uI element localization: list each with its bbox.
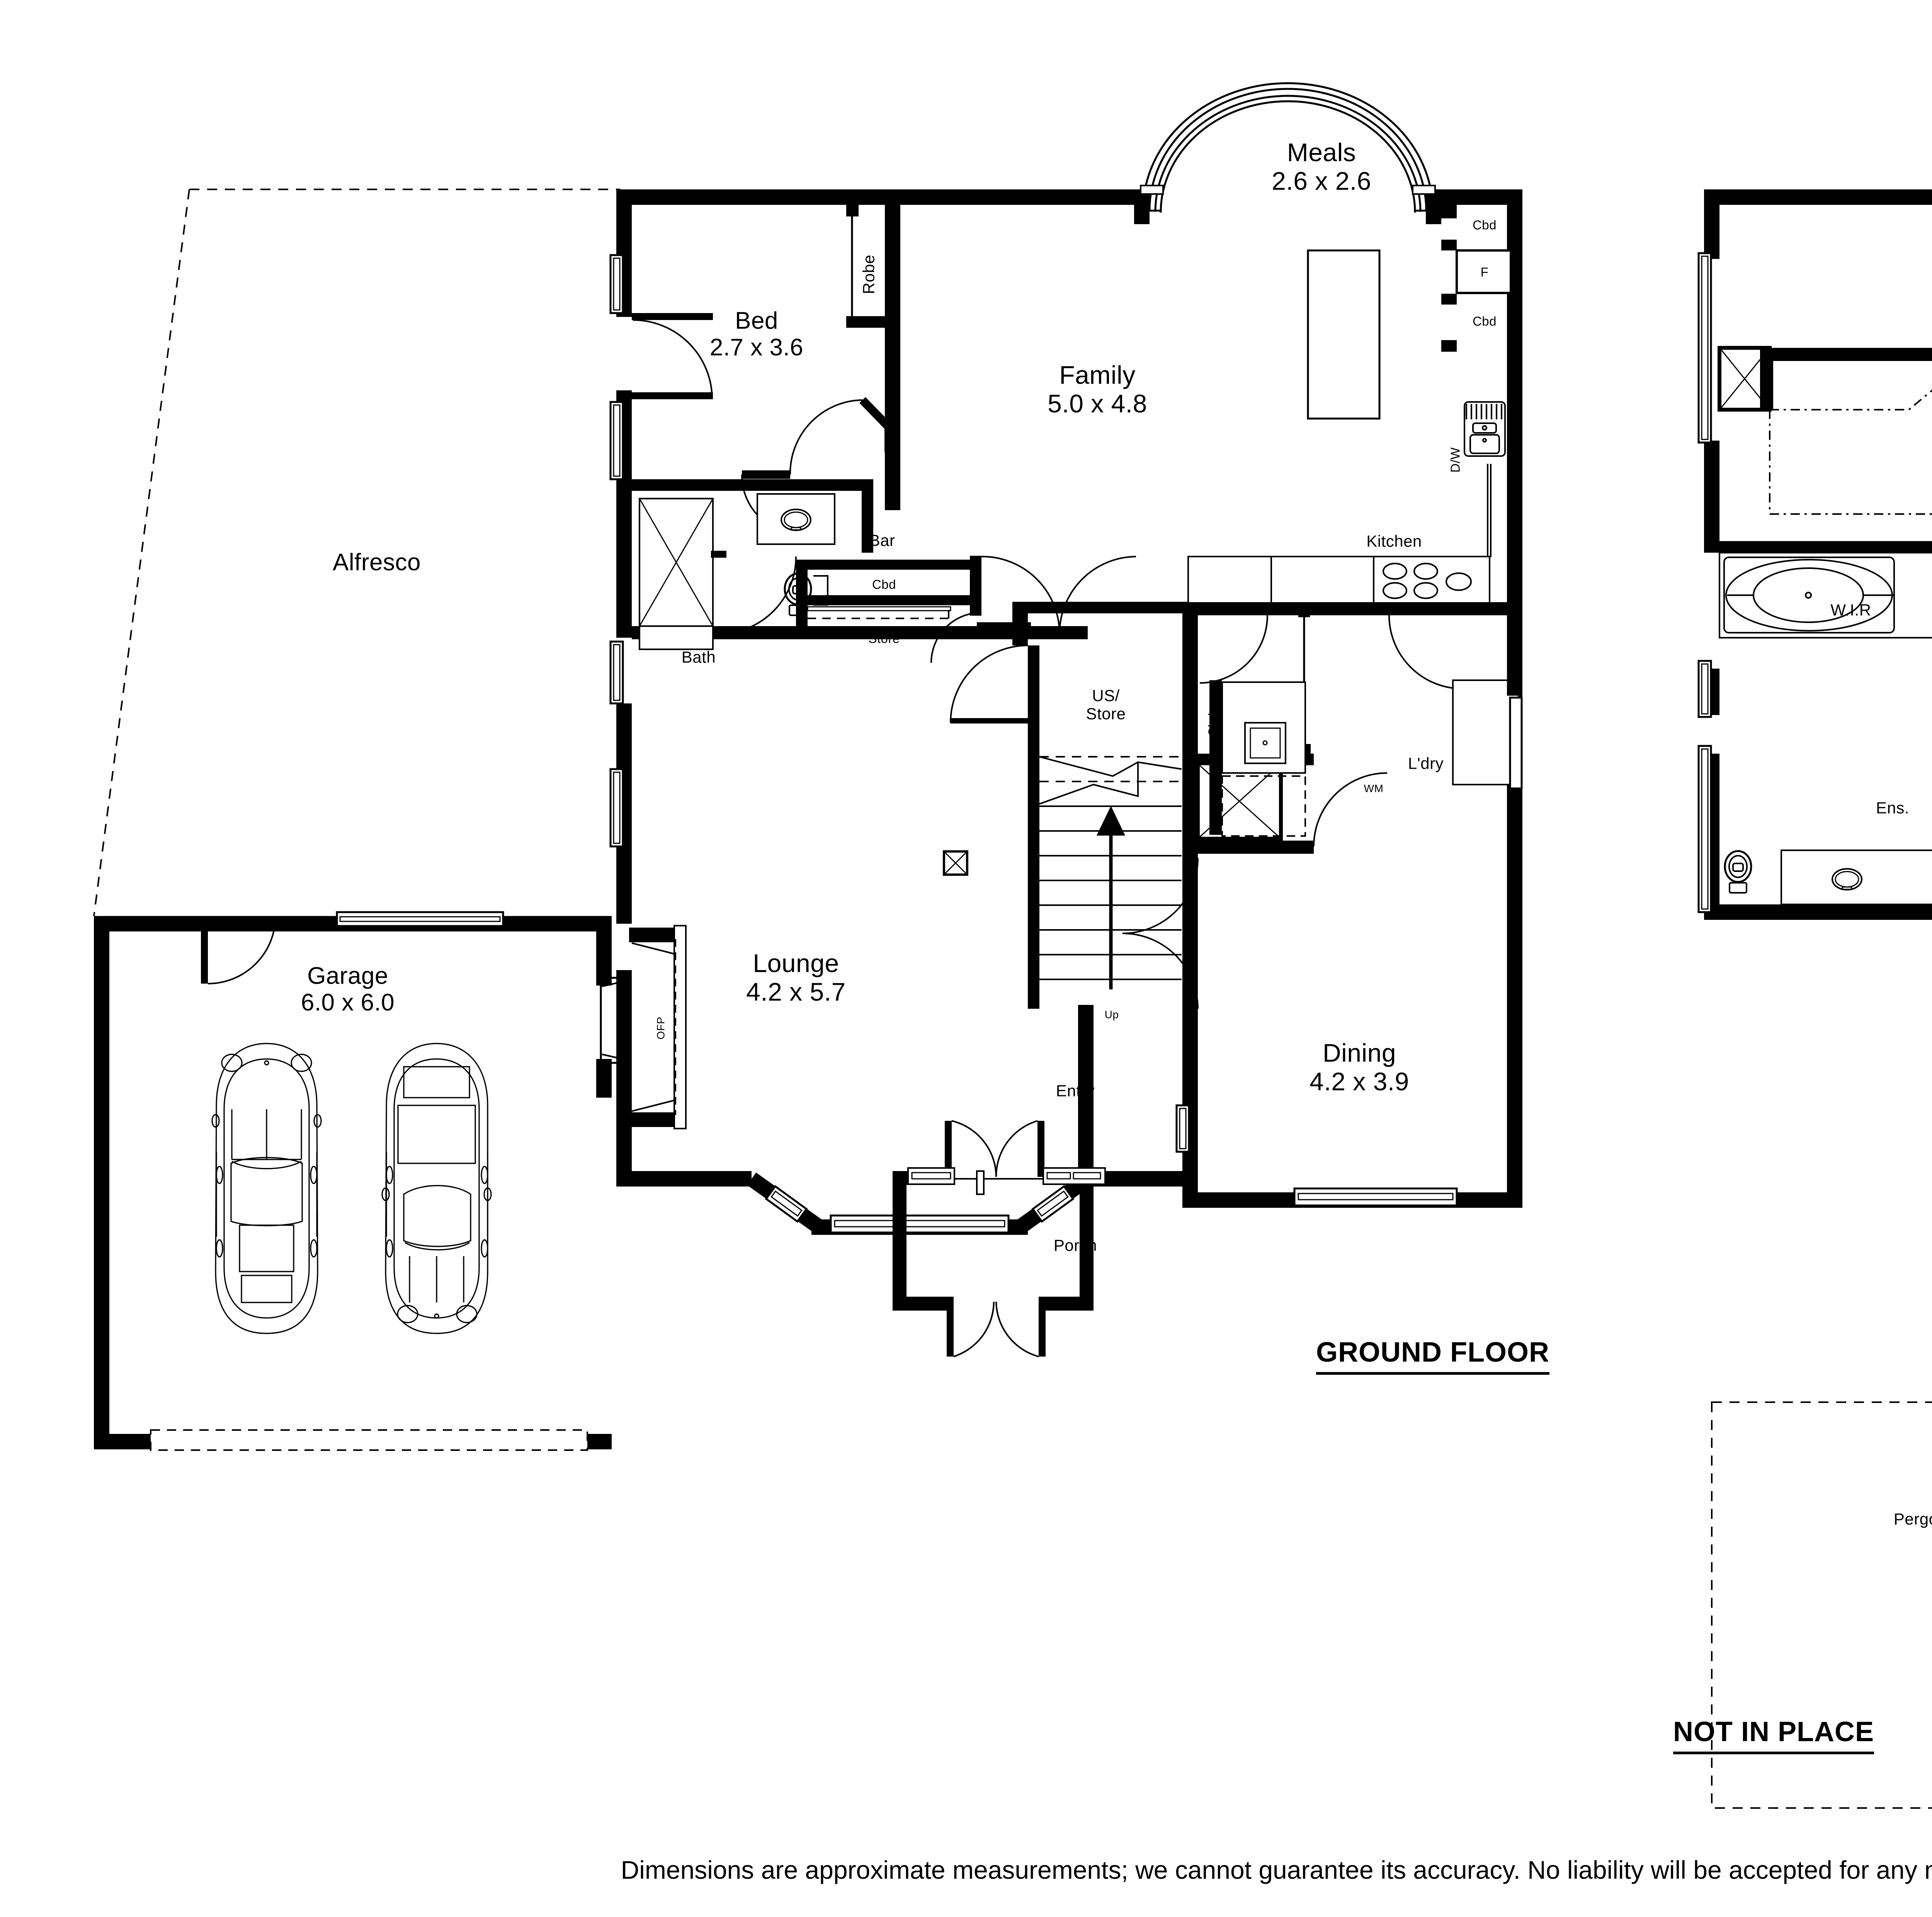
room-label-lounge: Lounge 4.2 x 5.7 [746, 949, 846, 1006]
annotation-cbd-kitchen-mid: Cbd [1472, 314, 1497, 329]
annotation-cbd-kitchen-top: Cbd [1472, 218, 1497, 232]
annotation-dishwasher: D/W [1448, 447, 1463, 473]
room-label-ensuite: Ens. [1876, 798, 1910, 817]
room-label-bar: Bar [869, 531, 895, 550]
annotation-store: Store [868, 631, 900, 646]
annotation-cbd-stairs-ground: Cbd [1206, 712, 1220, 737]
room-label-kitchen: Kitchen [1366, 532, 1422, 550]
annotation-robe-ground-bed: Robe [859, 254, 878, 295]
detached-geometry [1711, 1401, 1932, 1809]
annotation-stairs-up: Up [1104, 1008, 1119, 1021]
annotation-cbd-bar: Cbd [872, 577, 896, 592]
room-label-bed-ground: Bed 2.7 x 3.6 [709, 307, 804, 361]
floor-title-detached: NOT IN PLACE [1673, 1716, 1874, 1754]
car-right [381, 1043, 492, 1334]
room-label-entry: Entry [1056, 1081, 1095, 1100]
room-label-pergola: Pergola [1893, 1510, 1932, 1528]
annotation-ofp: OFP [655, 1016, 667, 1040]
room-label-meals: Meals 2.6 x 2.6 [1272, 138, 1371, 195]
room-label-porch: Porch [1053, 1236, 1097, 1255]
room-label-wir: W.I.R [1830, 601, 1871, 619]
room-label-alfresco: Alfresco [333, 549, 421, 576]
floor-title-ground: GROUND FLOOR [1316, 1336, 1549, 1375]
car-left [211, 1043, 322, 1334]
ground-floor-geometry [93, 82, 1523, 1451]
annotation-fridge: F [1480, 265, 1489, 279]
room-label-bath-ground: Bath [681, 648, 716, 666]
annotation-washing-machine: WM [1364, 782, 1384, 795]
disclaimer-text: Dimensions are approximate measurements;… [621, 1856, 1932, 1884]
room-label-family: Family 5.0 x 4.8 [1048, 361, 1147, 418]
room-label-us-store: US/ Store [1086, 686, 1126, 723]
room-label-dining: Dining 4.2 x 3.9 [1310, 1039, 1409, 1096]
room-label-laundry: L'dry [1408, 754, 1444, 773]
first-floor-geometry [1697, 189, 1932, 920]
room-label-garage: Garage 6.0 x 6.0 [301, 962, 395, 1016]
